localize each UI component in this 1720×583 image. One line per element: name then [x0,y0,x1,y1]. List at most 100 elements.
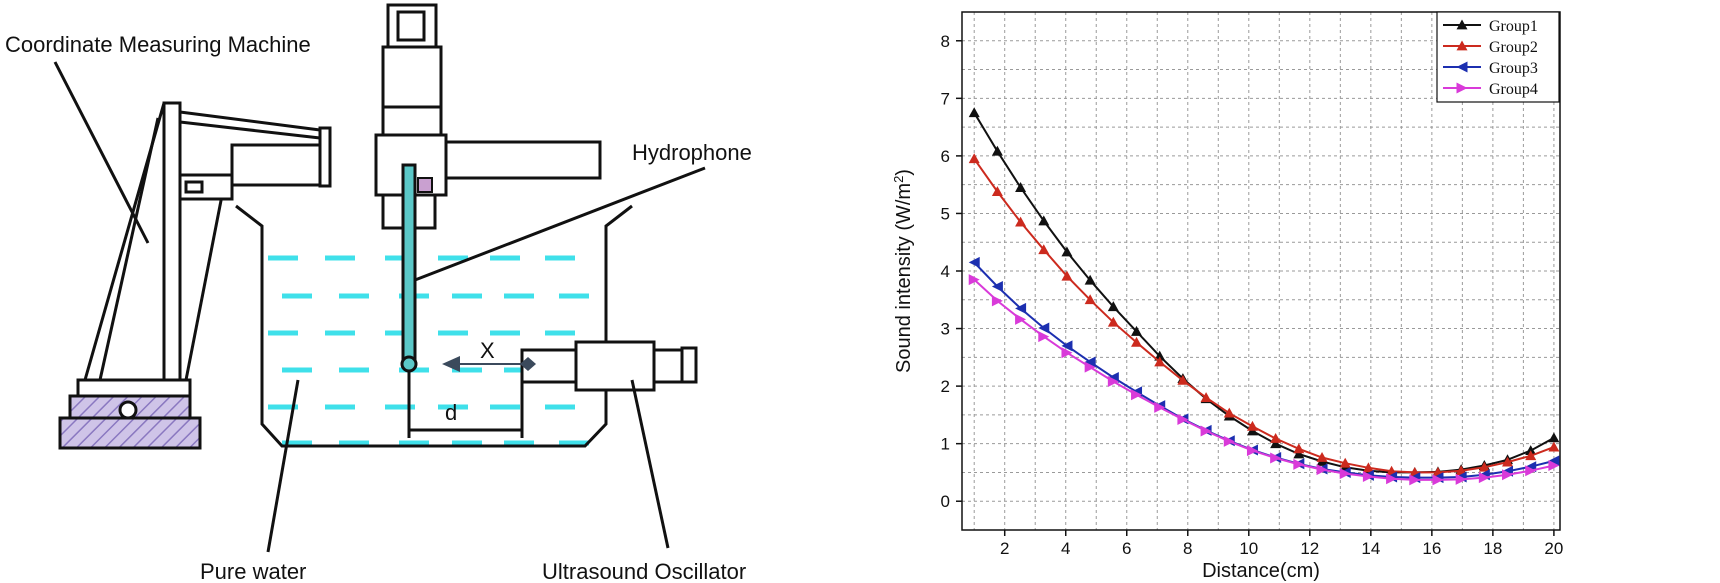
data-point [1270,438,1282,449]
data-point [1200,392,1212,403]
series-group3 [968,256,1560,484]
legend-swatch-marker [1456,61,1468,73]
data-point [991,295,1003,307]
data-point [968,274,980,286]
data-point [1525,465,1537,477]
data-point [1293,458,1305,470]
data-point [1432,474,1444,486]
legend-swatch-marker [1456,19,1468,30]
x-label: X [480,338,495,363]
x-tick-label: 2 [1000,539,1009,558]
data-point [1270,452,1282,464]
data-point [968,107,980,118]
y-tick-label: 2 [941,377,950,396]
data-point [1015,182,1027,192]
data-point [1107,301,1119,312]
data-point [968,256,980,268]
data-point [1061,340,1073,352]
x-tick-label: 6 [1122,539,1131,558]
data-point [1154,401,1166,413]
cmm-arm-left [230,143,322,187]
cmm-support-right [184,179,227,381]
probe-upper [381,45,443,109]
oscillator-body [574,340,656,392]
data-point [1339,457,1351,468]
x-origin-marker [520,357,536,371]
series-group2 [968,153,1560,477]
x-tick-label: 18 [1483,539,1502,558]
pure-water-label: Pure water [200,559,306,583]
data-point [991,145,1003,156]
probe-sensor-block [417,177,433,193]
data-point [1061,270,1073,281]
data-point [1084,356,1096,368]
data-point [1107,376,1119,388]
x-axis-title: Distance(cm) [1202,560,1320,582]
cmm-base-foot [58,416,202,450]
x-tick-label: 4 [1061,539,1070,558]
data-point [1177,413,1189,425]
data-point [1339,468,1351,480]
data-point [1084,294,1096,305]
x-tick-label: 12 [1300,539,1319,558]
data-point [1061,347,1073,359]
oscillator-back [652,348,684,384]
data-point [1316,451,1328,462]
data-point [1548,432,1560,443]
data-point [1525,445,1537,455]
cmm-base-plate [76,378,192,398]
data-point [1084,361,1096,373]
data-point [1455,473,1467,485]
probe-cap-inner [396,10,426,42]
data-point [1246,420,1258,431]
setup-diagram: X d Coordinate Measuring Machine Hydroph… [5,3,752,583]
data-point [1223,407,1235,418]
data-point [1223,435,1235,447]
y-axis-title-close: ) [893,169,915,176]
cmm-base-wheel [118,400,138,420]
x-tick-label: 10 [1239,539,1258,558]
cmm-strut-inner [98,117,160,381]
legend-item-group2: Group2 [1443,39,1538,56]
water-tank [235,204,633,448]
data-point [1502,456,1514,467]
series-line [973,112,1555,474]
data-point [991,281,1003,293]
data-point [1061,246,1073,257]
cmm-column [162,101,182,385]
y-axis-title: Sound intensity (W/m2) [891,169,915,373]
data-point [1246,445,1258,457]
data-point [1131,389,1143,401]
probe-neck [381,105,443,137]
data-point [1548,441,1560,452]
data-point [1455,465,1467,476]
legend-item-group3: Group3 [1443,60,1538,77]
data-point [1154,356,1166,367]
data-point [1478,461,1490,472]
data-point [1038,322,1050,334]
oscillator-label: Ultrasound Oscillator [542,559,746,583]
pure-water-leader-line [266,379,300,553]
oscillator-cap [680,346,698,384]
data-point [968,153,980,164]
data-point [1316,464,1328,476]
data-point [1154,350,1166,361]
cmm-top-brace-2 [179,120,321,140]
y-tick-label: 8 [941,32,950,51]
x-arrowhead [442,356,460,372]
legend-label: Group2 [1489,39,1538,56]
data-point [1293,448,1305,459]
data-point [1038,331,1050,343]
data-point [1015,216,1027,227]
y-axis-title-sup: 2 [891,176,906,183]
y-tick-label: 4 [941,262,950,281]
data-point [1131,336,1143,347]
data-point [1131,325,1143,336]
data-point [1270,432,1282,443]
legend-item-group1: Group1 [1443,18,1538,35]
